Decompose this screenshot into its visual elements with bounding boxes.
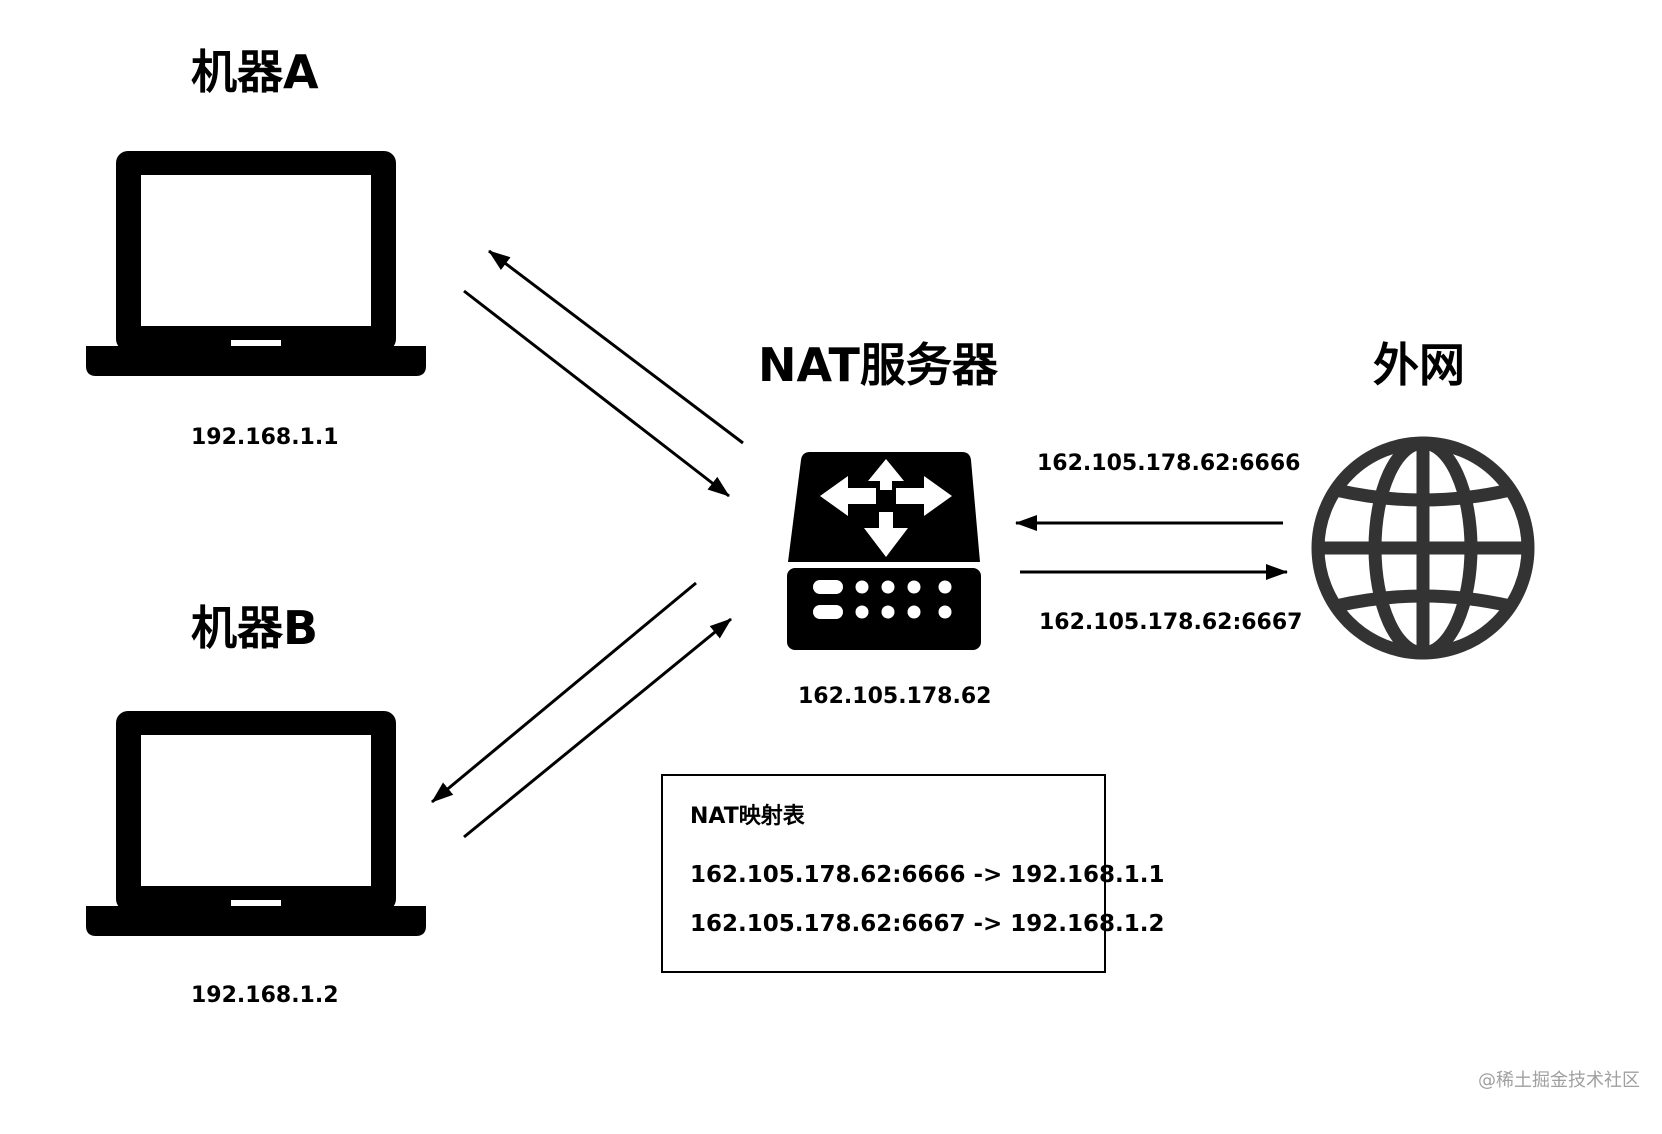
router-icon [787, 452, 981, 650]
machine-a-ip: 192.168.1.1 [191, 425, 339, 450]
arrow-nat-to-a [488, 249, 744, 445]
arrow-b-to-nat [463, 617, 732, 839]
nat-mapping-table: NAT映射表 162.105.178.62:6666 -> 192.168.1.… [661, 774, 1165, 973]
machine-b-ip: 192.168.1.2 [191, 983, 339, 1008]
watermark: @稀土掘金技术社区 [1478, 1070, 1640, 1091]
arrow-a-to-nat [463, 289, 730, 498]
arrow-nat-to-b [431, 581, 697, 804]
nat-table-title: NAT映射表 [690, 804, 805, 829]
outbound-port-label: 162.105.178.62:6667 [1039, 610, 1303, 635]
machine-a-title: 机器A [191, 45, 319, 99]
laptop-a-icon [86, 151, 426, 376]
laptop-b-icon [86, 711, 426, 936]
inbound-port-label: 162.105.178.62:6666 [1037, 451, 1301, 476]
nat-table-row: 162.105.178.62:6666 -> 192.168.1.1 [690, 862, 1165, 888]
globe-icon [1311, 436, 1535, 660]
machine-b-title: 机器B [191, 601, 319, 655]
nat-server-ip: 162.105.178.62 [798, 684, 992, 709]
nat-server-title: NAT服务器 [758, 338, 998, 392]
internet-title: 外网 [1373, 338, 1465, 392]
nat-table-row: 162.105.178.62:6667 -> 192.168.1.2 [690, 911, 1165, 937]
